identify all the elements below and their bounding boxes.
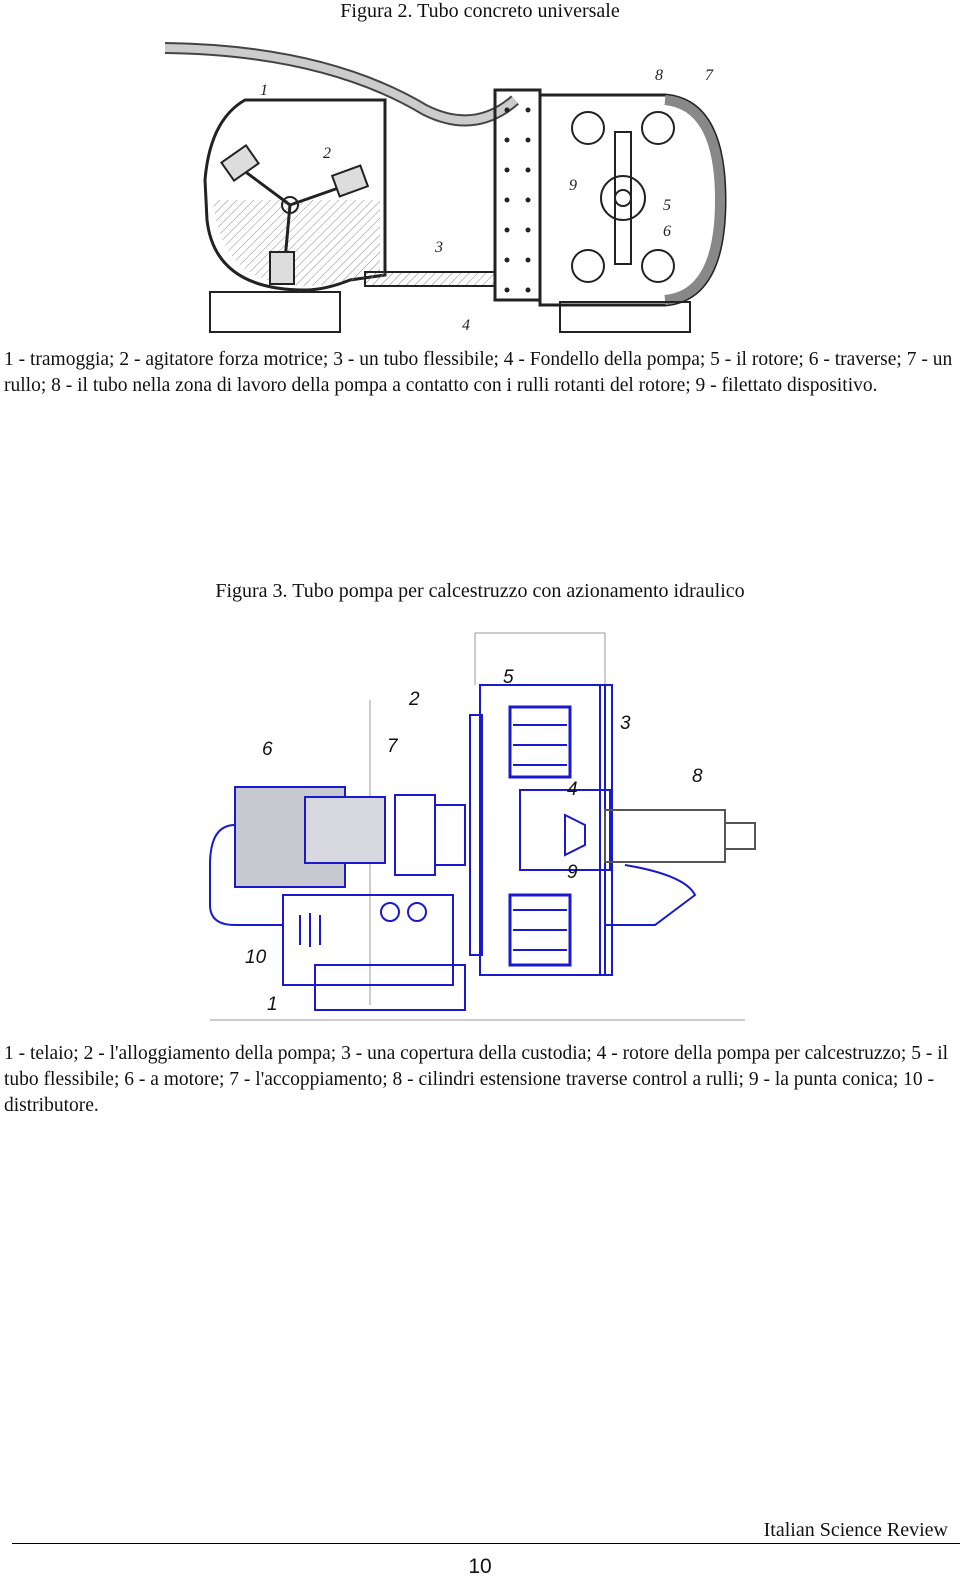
fig3-label-2: 2	[408, 689, 420, 710]
fig3-label-9: 9	[567, 862, 578, 883]
fig2-label-4: 4	[462, 317, 470, 334]
hopper-support	[209, 291, 341, 333]
pump-flange	[493, 88, 542, 302]
fig3-label-10: 10	[245, 947, 267, 968]
fig2-label-3: 3	[434, 239, 443, 256]
figure-3-title: Figura 3. Tubo pompa per calcestruzzo co…	[215, 580, 745, 602]
fig3-label-7: 7	[387, 736, 399, 757]
page-number: 10	[468, 1555, 492, 1578]
figure-2-caption: 1 - tramoggia; 2 - agitatore forza motri…	[4, 349, 953, 396]
figure-2-title: Figura 2. Tubo concreto universale	[340, 0, 620, 22]
fig3-label-5: 5	[503, 667, 514, 688]
fig2-label-8: 8	[655, 67, 663, 84]
footer-rule	[12, 1543, 960, 1544]
hose-top	[164, 42, 519, 127]
figure-2-drawing: 1 2 3 4 5 6 7 8 9	[164, 42, 727, 334]
frame	[314, 964, 466, 1011]
fig2-label-2: 2	[323, 145, 331, 162]
fig2-label-1: 1	[260, 82, 268, 99]
figure-3-caption: 1 - telaio; 2 - l'alloggiamento della po…	[4, 1043, 949, 1116]
hopper-fill	[213, 200, 380, 286]
fig3-label-1: 1	[267, 994, 278, 1015]
fig3-label-4: 4	[567, 779, 578, 800]
pump-housing	[479, 684, 606, 976]
pump-casing	[538, 93, 727, 307]
fig2-label-7: 7	[705, 67, 714, 84]
rotor	[600, 175, 646, 221]
distributor	[282, 894, 454, 986]
figure-3-drawing: 1 2 3 4 5 6 7 8 9 10	[209, 632, 756, 1021]
fig2-label-9: 9	[569, 177, 577, 194]
cylinder	[604, 809, 726, 863]
hopper-outline	[203, 98, 387, 292]
fig2-label-5: 5	[663, 197, 671, 214]
pump-support	[559, 301, 691, 333]
footer-journal-name: Italian Science Review	[763, 1519, 948, 1541]
roller	[571, 111, 605, 145]
fig3-label-3: 3	[620, 713, 631, 734]
fig3-label-8: 8	[692, 766, 703, 787]
fig2-label-6: 6	[663, 223, 671, 240]
hose-bottom	[364, 271, 496, 287]
fig3-label-6: 6	[262, 739, 273, 760]
